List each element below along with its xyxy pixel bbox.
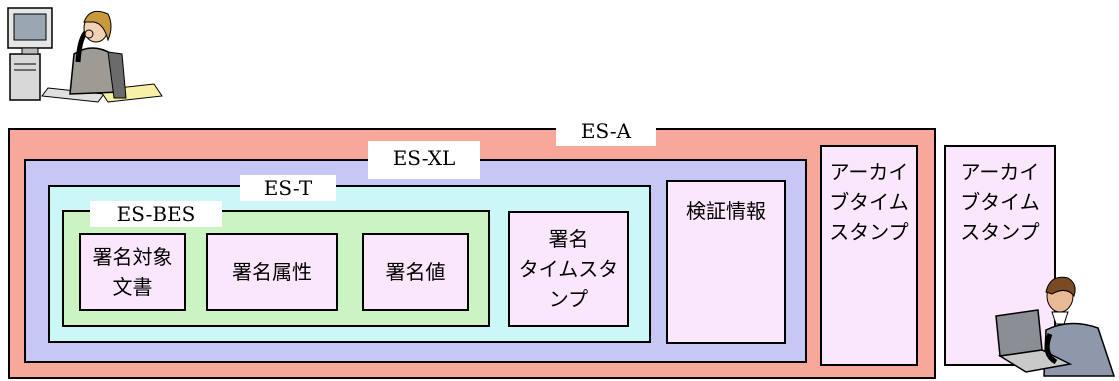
man-at-laptop-icon: [995, 276, 1116, 377]
es-a-label: ES-A: [556, 118, 656, 146]
signature-value-box: 署名値: [362, 233, 469, 311]
es-xl-label: ES-XL: [368, 141, 480, 179]
validation-info-box: 検証情報: [666, 180, 786, 344]
signature-target-document-box: 署名対象 文書: [79, 233, 186, 311]
woman-at-computer-icon: [7, 7, 163, 103]
archive-timestamp-box: アーカイ ブタイム スタンプ: [820, 145, 918, 366]
signature-timestamp-box: 署名 タイムスタ ンプ: [508, 211, 629, 327]
es-t-label: ES-T: [240, 175, 336, 201]
signature-attributes-box: 署名属性: [206, 233, 338, 311]
es-bes-label: ES-BES: [90, 201, 222, 227]
